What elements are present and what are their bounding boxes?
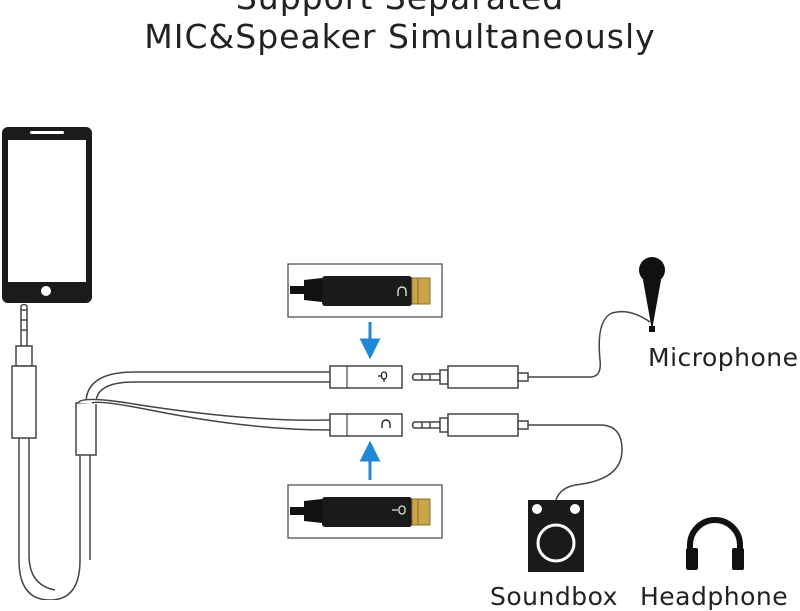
- male-plug-mic: [411, 365, 529, 389]
- microphone-device: [639, 257, 665, 332]
- title-line-1: Support Separated: [0, 0, 800, 17]
- headphone-icon: [381, 419, 391, 428]
- detail-photo-mic-jack: [287, 484, 443, 539]
- phone-plug: [11, 303, 37, 439]
- detail-photo-headphone-jack: [287, 263, 443, 318]
- smartphone: [2, 127, 92, 303]
- mic-cable: [528, 310, 651, 378]
- y-splitter: [75, 371, 331, 456]
- female-socket-headphone: [329, 413, 403, 437]
- soundbox-device: [528, 500, 584, 572]
- soundbox-cable: [528, 424, 623, 501]
- microphone-icon: [378, 371, 388, 382]
- male-plug-soundbox: [411, 413, 529, 437]
- down-arrow: [359, 322, 381, 360]
- headphone-label: Headphone: [640, 582, 789, 611]
- up-arrow: [359, 440, 381, 480]
- main-cable: [18, 438, 91, 600]
- soundbox-label: Soundbox: [490, 582, 618, 611]
- female-socket-mic: [329, 365, 403, 389]
- title-line-2: MIC&Speaker Simultaneously: [144, 17, 656, 56]
- headphone-device: [686, 517, 744, 570]
- microphone-label: Microphone: [648, 343, 799, 372]
